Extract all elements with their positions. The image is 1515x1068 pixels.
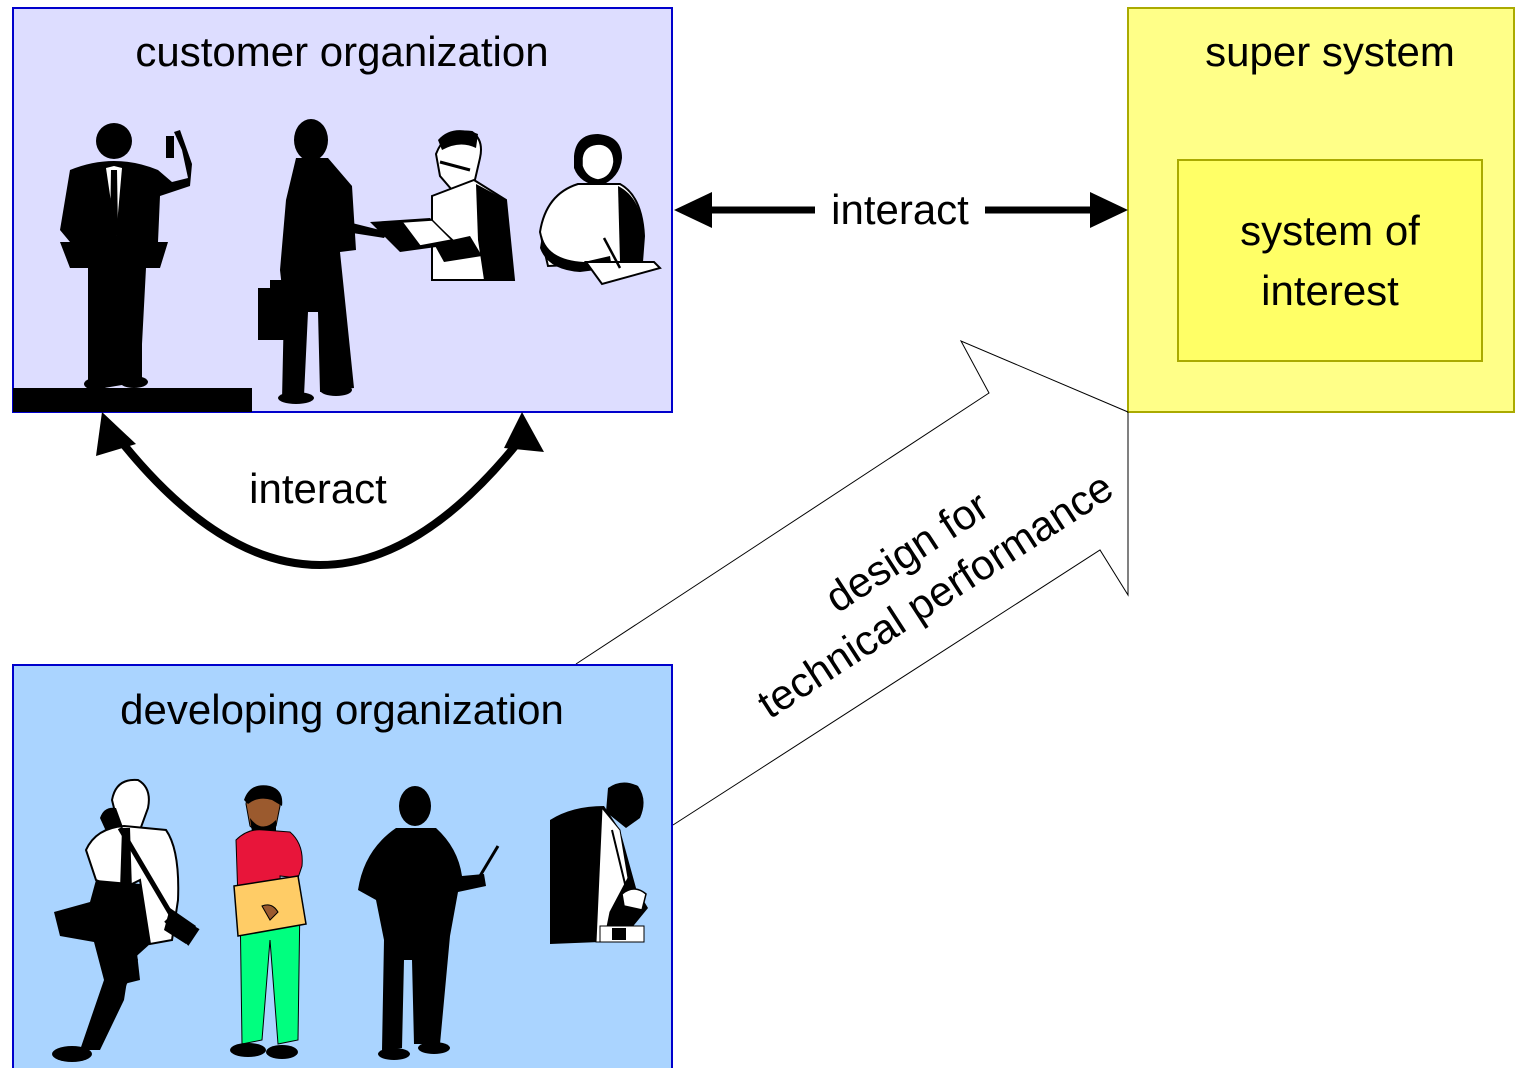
stage-platform [13, 388, 252, 412]
man-on-phone-icon [52, 778, 200, 1062]
man-with-briefcase-icon [258, 119, 388, 404]
interact-horizontal-label: interact [831, 186, 969, 233]
design-arrow-line2: technical performance [749, 463, 1121, 727]
system-of-interest-line1: system of [1240, 207, 1420, 254]
arrowhead-right [1090, 192, 1128, 228]
man-with-pointer-icon [358, 786, 500, 1060]
interact-curved-arrow: interact [96, 412, 544, 569]
interact-curved-label: interact [249, 465, 387, 512]
system-of-interest-line2: interest [1261, 267, 1399, 314]
system-of-interest-box [1177, 159, 1483, 362]
interact-horizontal-arrow: interact [674, 186, 1128, 233]
curved-arrowhead-right [504, 412, 544, 452]
man-holding-folder-icon [230, 785, 307, 1059]
customer-organization-title: customer organization [135, 28, 548, 75]
arrowhead-left [674, 192, 712, 228]
super-system-box: super system system of interest [1127, 7, 1515, 413]
developing-organization-box: developing organization [12, 664, 673, 1068]
man-examining-device-icon [550, 782, 648, 944]
speaker-at-podium-icon [60, 123, 192, 390]
customer-organization-box: customer organization [12, 7, 673, 413]
man-reading-document-icon [370, 130, 516, 281]
woman-writing-icon [538, 134, 662, 286]
developing-organization-title: developing organization [120, 686, 564, 733]
curved-arrowhead-left [96, 412, 136, 456]
super-system-title: super system [1205, 28, 1455, 75]
